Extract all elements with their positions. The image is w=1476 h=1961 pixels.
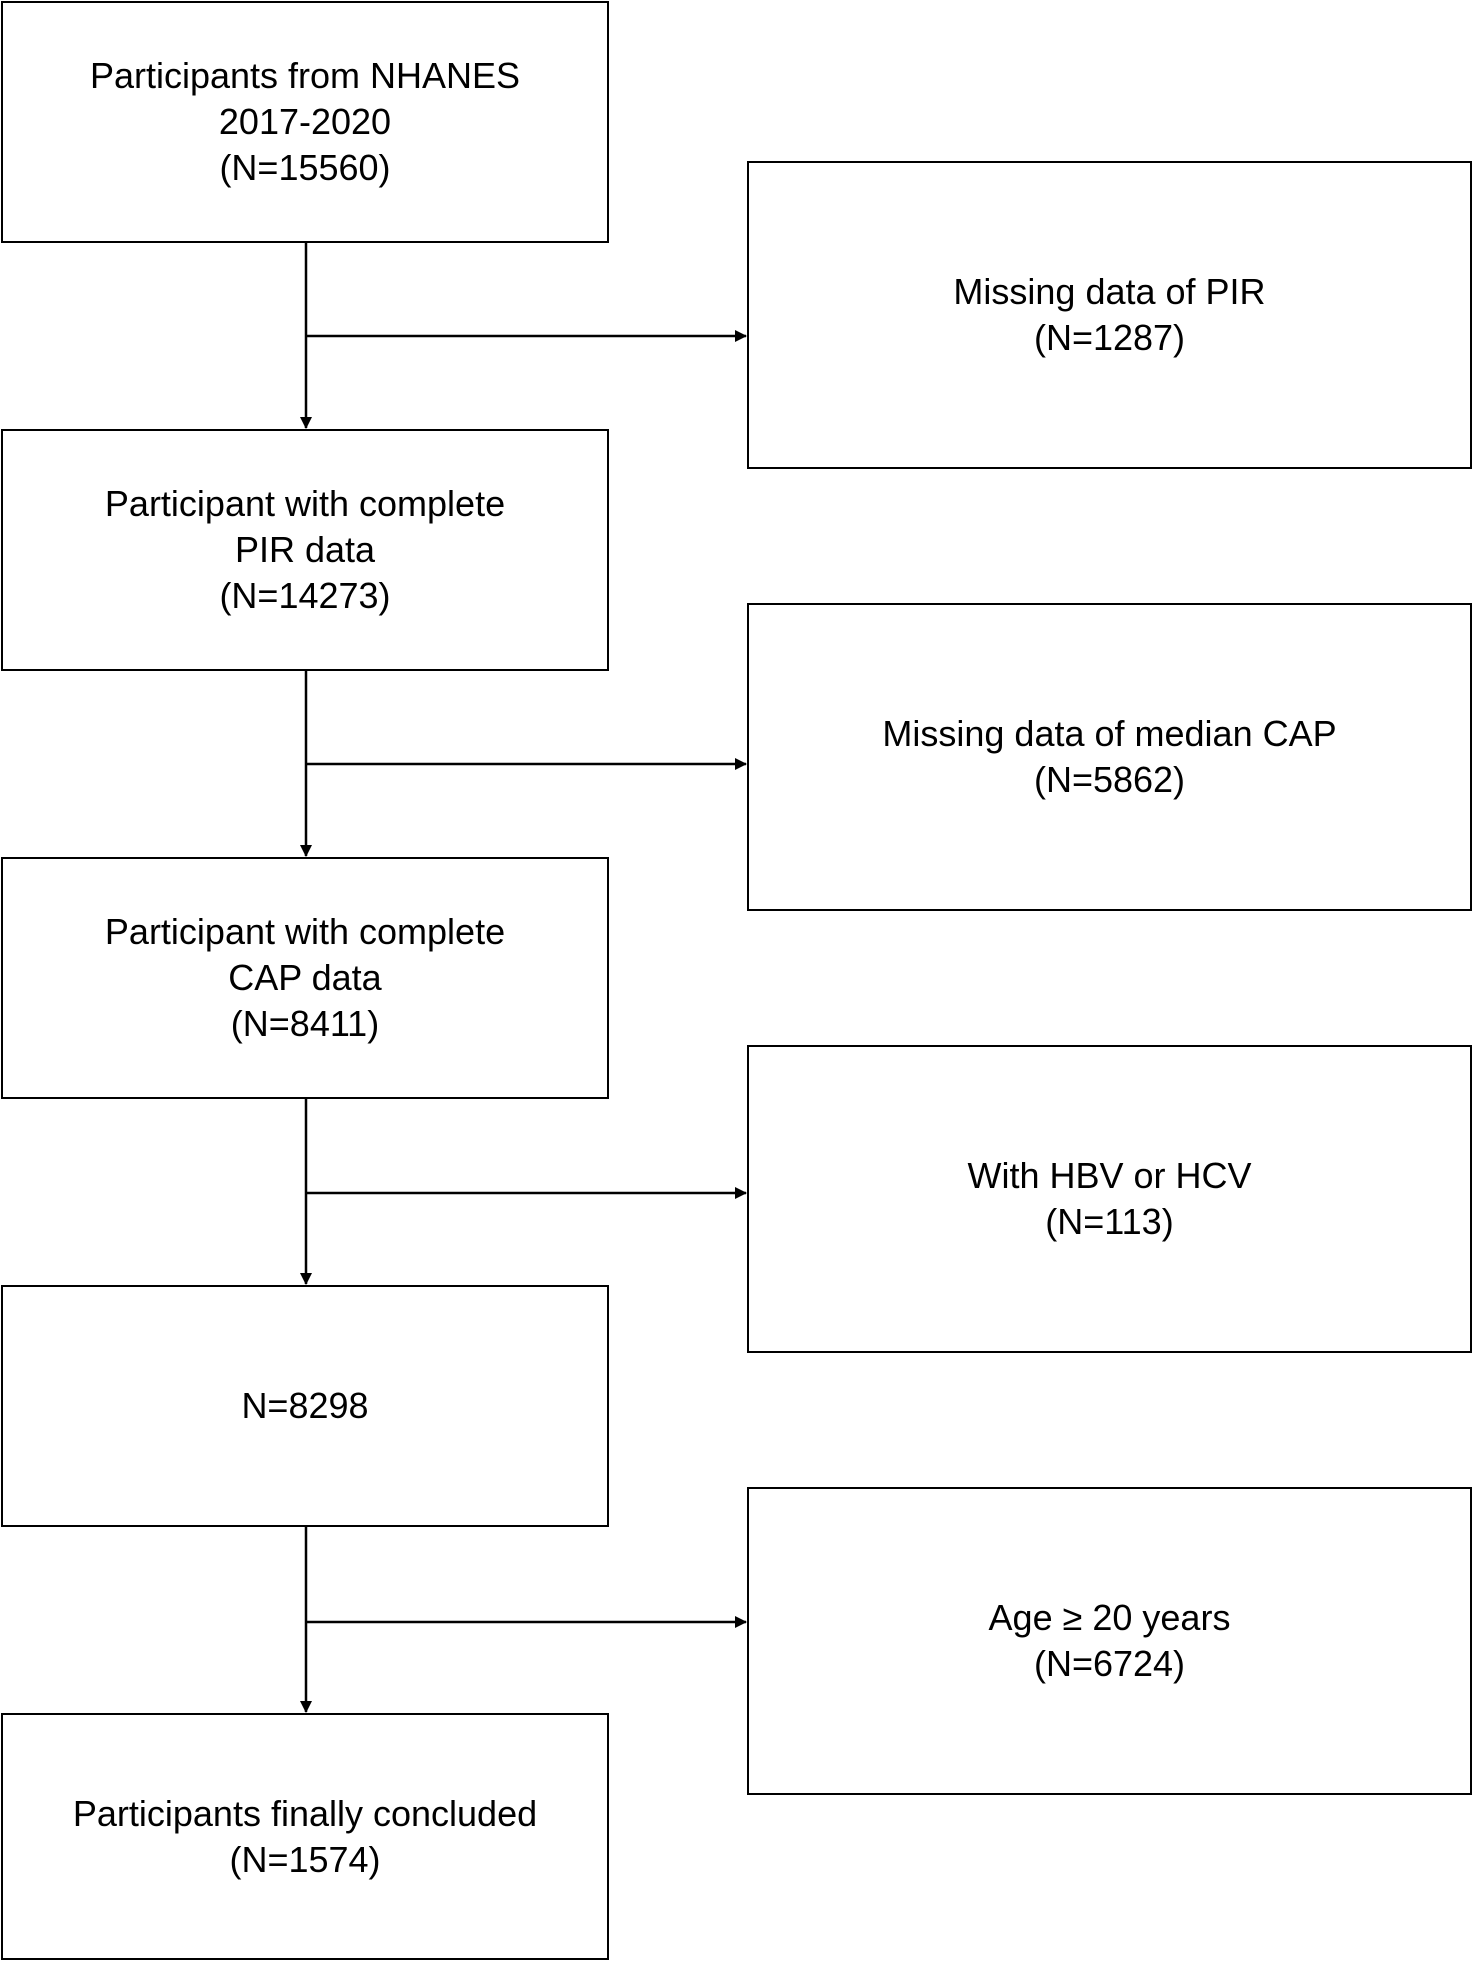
box-line: CAP data <box>228 957 382 998</box>
exclusion-hbv-hcv: With HBV or HCV (N=113) <box>747 1045 1472 1353</box>
box-line: (N=14273) <box>219 575 391 616</box>
box-final-participants: Participants finally concluded (N=1574) <box>1 1713 609 1960</box>
exclusion-missing-cap: Missing data of median CAP (N=5862) <box>747 603 1472 911</box>
box-n8298: N=8298 <box>1 1285 609 1527</box>
box-line: Participants finally concluded <box>72 1792 538 1834</box>
box-nhanes-participants: Participants from NHANES 2017-2020 (N=15… <box>1 1 609 243</box>
box-line: (N=1574) <box>229 1838 381 1880</box>
box-line: Missing data of median CAP <box>882 713 1337 754</box>
box-line: (N=8411) <box>230 1003 380 1044</box>
box-line: Participant with complete <box>104 911 506 952</box>
box-line: (N=1287) <box>1033 317 1186 358</box>
box-line: Participant with complete <box>104 483 506 524</box>
box-complete-pir: Participant with complete PIR data (N=14… <box>1 429 609 671</box>
exclusion-age: Age ≥ 20 years (N=6724) <box>747 1487 1472 1795</box>
box-line: 2017-2020 <box>218 101 392 142</box>
box-line: Missing data of PIR <box>953 271 1266 312</box>
box-line: (N=15560) <box>219 147 391 188</box>
box-line: (N=6724) <box>1033 1643 1186 1684</box>
box-line: Participants from NHANES <box>89 55 521 96</box>
box-line: Age ≥ 20 years <box>988 1597 1231 1638</box>
exclusion-missing-pir: Missing data of PIR (N=1287) <box>747 161 1472 469</box>
box-complete-cap: Participant with complete CAP data (N=84… <box>1 857 609 1099</box>
box-line: (N=5862) <box>1033 759 1186 800</box>
box-line: (N=113) <box>1045 1201 1174 1242</box>
box-line: With HBV or HCV <box>967 1155 1252 1196</box>
box-line: N=8298 <box>241 1385 369 1426</box>
box-line: PIR data <box>234 529 376 570</box>
